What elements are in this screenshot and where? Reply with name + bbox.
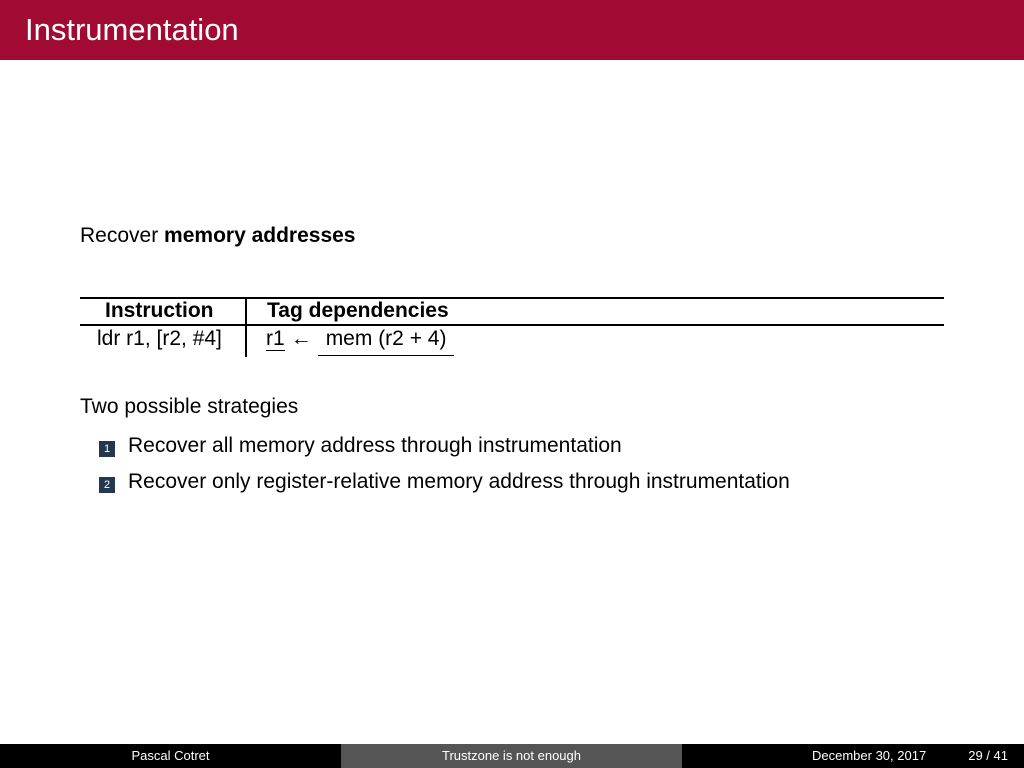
- footer-date-segment: December 30, 2017 29 / 41: [682, 744, 1024, 768]
- footer-author-segment: Pascal Cotret: [0, 744, 341, 768]
- tag-dependency-table: Instruction Tag dependencies ldr r1, [r2…: [80, 297, 944, 357]
- intro-line: Recover memory addresses: [80, 223, 356, 249]
- footer-author: Pascal Cotret: [131, 748, 210, 763]
- table-header-instruction: Instruction: [105, 299, 214, 322]
- footer-talk-title: Trustzone is not enough: [442, 748, 581, 763]
- enum-number-badge: 2: [99, 477, 115, 493]
- footer-title-segment: Trustzone is not enough: [341, 744, 682, 768]
- intro-emphasis: memory addresses: [164, 224, 356, 247]
- footer-page-number: 29 / 41: [968, 748, 1008, 763]
- table-column-separator: [245, 297, 247, 357]
- intro-prefix: Recover: [80, 224, 159, 247]
- strategy-text: Recover only register-relative memory ad…: [128, 470, 790, 493]
- slide-footer: Pascal Cotret Trustzone is not enough De…: [0, 744, 1024, 768]
- table-header-rule: [80, 324, 944, 326]
- enum-number-badge: 1: [99, 441, 115, 457]
- slide-title: Instrumentation: [25, 12, 239, 47]
- strategies-label: Two possible strategies: [80, 395, 299, 418]
- dep-register: r1: [266, 327, 285, 351]
- table-cell-tag-dependency: r1←mem (r2 + 4): [266, 326, 455, 356]
- strategy-text: Recover all memory address through instr…: [128, 434, 622, 457]
- dep-arrow: ←: [290, 327, 312, 350]
- footer-date: December 30, 2017: [812, 748, 927, 763]
- table-cell-instruction: ldr r1, [r2, #4]: [97, 327, 222, 350]
- table-header-tag-dependencies: Tag dependencies: [267, 299, 449, 322]
- slide-title-bar: Instrumentation: [0, 0, 1024, 60]
- dep-source: mem (r2 + 4): [317, 326, 455, 356]
- table-top-rule: [80, 297, 944, 299]
